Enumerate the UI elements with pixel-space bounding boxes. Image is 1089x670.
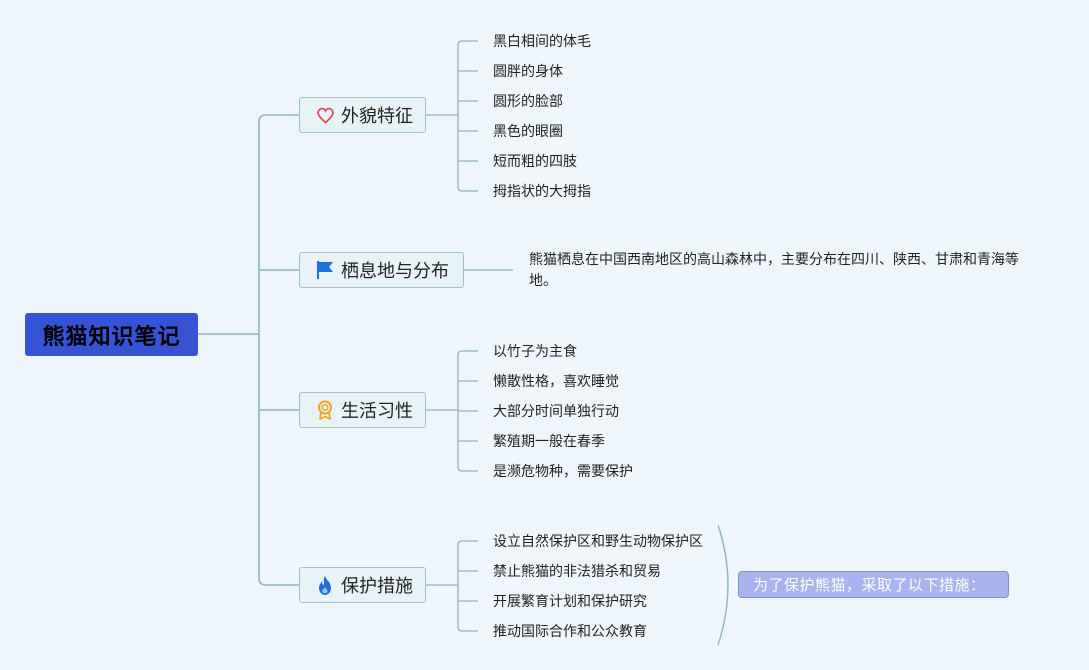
summary-label[interactable]: 为了保护熊猫，采取了以下措施： (738, 571, 1009, 598)
leaf-item[interactable]: 圆胖的身体 (493, 64, 563, 80)
leaf-item[interactable]: 推动国际合作和公众教育 (493, 624, 647, 640)
connector-line (457, 466, 478, 472)
leaf-item[interactable]: 短而粗的四肢 (493, 154, 577, 170)
branch-label: 栖息地与分布 (341, 261, 449, 282)
connector-line (457, 40, 478, 46)
connector-line (457, 540, 478, 546)
leaf-item[interactable]: 以竹子为主食 (493, 344, 577, 360)
leaf-item[interactable]: 大部分时间单独行动 (493, 404, 619, 420)
leaf-item[interactable]: 黑白相间的体毛 (493, 34, 591, 50)
leaf-item[interactable]: 是濒危物种，需要保护 (493, 464, 633, 480)
leaf-item[interactable]: 懒散性格，喜欢睡觉 (493, 374, 619, 390)
branch-habits[interactable]: 生活习性 (299, 392, 426, 428)
root-topic[interactable]: 熊猫知识笔记 (25, 313, 198, 356)
branch-label: 保护措施 (341, 576, 413, 597)
leaf-item[interactable]: 开展繁育计划和保护研究 (493, 594, 647, 610)
connector-line (258, 577, 299, 586)
leaf-item[interactable]: 繁殖期一般在春季 (493, 434, 605, 450)
branch-protection[interactable]: 保护措施 (299, 567, 426, 603)
leaf-item[interactable]: 设立自然保护区和野生动物保护区 (493, 534, 703, 550)
branch-habitat[interactable]: 栖息地与分布 (299, 252, 464, 288)
branch-label: 外貌特征 (341, 106, 413, 127)
fire-icon (315, 575, 335, 595)
connector-line (457, 626, 478, 632)
connector-line (457, 186, 478, 192)
connector-line (457, 350, 478, 356)
award-icon (315, 400, 335, 420)
leaf-item[interactable]: 禁止熊猫的非法猎杀和贸易 (493, 564, 661, 580)
branch-appearance[interactable]: 外貌特征 (299, 97, 426, 133)
branch-label: 生活习性 (341, 401, 413, 422)
connector-line (717, 524, 729, 646)
flag-icon (315, 260, 335, 280)
connector-line (258, 114, 299, 123)
leaf-item[interactable]: 黑色的眼圈 (493, 124, 563, 140)
leaf-item[interactable]: 圆形的脸部 (493, 94, 563, 110)
leaf-item[interactable]: 拇指状的大拇指 (493, 184, 591, 200)
heart-icon (315, 105, 335, 125)
habitat-note[interactable]: 熊猫栖息在中国西南地区的高山森林中，主要分布在四川、陕西、甘肃和青海等地。 (529, 252, 1019, 289)
